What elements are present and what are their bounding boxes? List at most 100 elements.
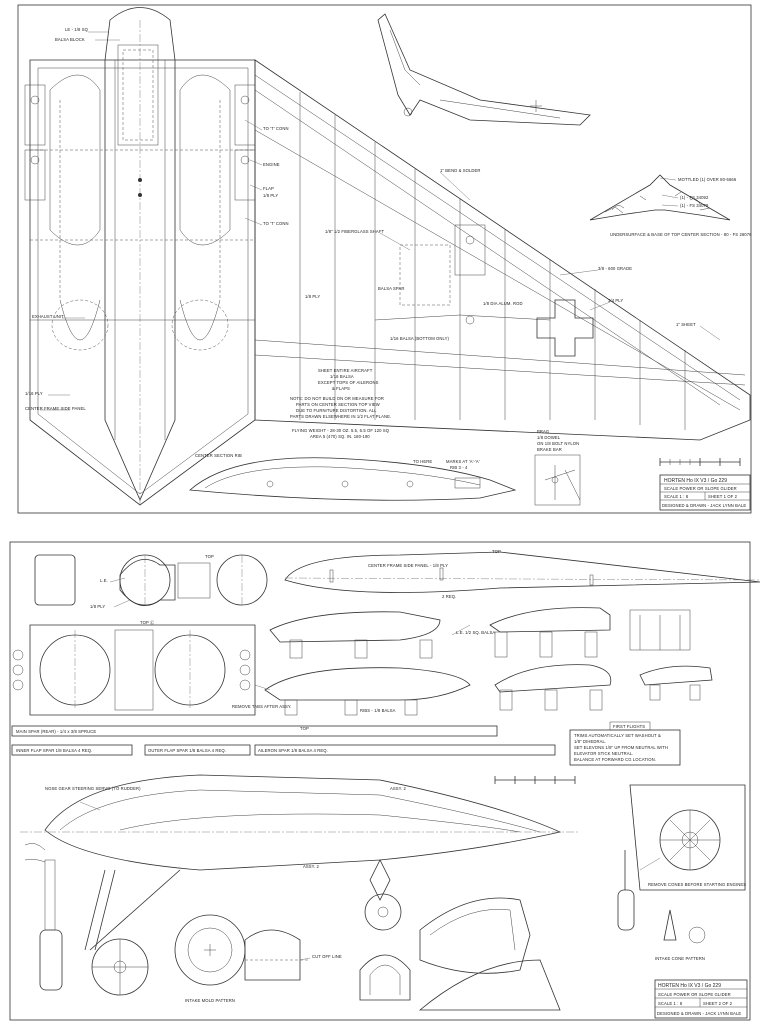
callout-nylon-4: BRAKE BAR bbox=[537, 447, 562, 452]
plan-sheet-1: HORTEN Ho IX V3 / Go 229 SCALE POWER OR … bbox=[17, 4, 752, 514]
leader-lines-sheet-2 bbox=[79, 577, 661, 961]
sheet-2-border bbox=[9, 541, 751, 1021]
callout-bend-solder: 1" BEND & SOLDER bbox=[440, 168, 481, 173]
spar-strips bbox=[11, 725, 556, 756]
callout2-main-spar: MAIN SPAR (REAR) - 1/4 x 3/8 SPRUCE bbox=[16, 729, 96, 734]
callout2-assy-2: ASSY. 2 bbox=[303, 864, 320, 869]
title-sheet: SHEET 1 OF 2 bbox=[708, 494, 738, 499]
callout2-trims-5: BALANCE AT FORWARD CG LOCATION. bbox=[574, 757, 656, 762]
callout-grade: 3/8 - 600 GRADE bbox=[598, 266, 632, 271]
callout2-le: L.E. bbox=[100, 578, 108, 583]
sheet-1-drawing: HORTEN Ho IX V3 / Go 229 SCALE POWER OR … bbox=[17, 4, 752, 514]
engine-frame-parts bbox=[12, 554, 268, 716]
callout-ply-1-8: 1/8 PLY bbox=[305, 294, 320, 299]
callout2-ply: 1/8 PLY bbox=[90, 604, 105, 609]
callout2-le-balsa: L.E. 1/2 SQ. BALSA bbox=[456, 630, 495, 635]
callouts-sheet-1: LE - 1/8 SQ BALSA BLOCK TO 'T' CONN ENGI… bbox=[25, 27, 752, 470]
callout-to-t-conn-2: TO 'T' CONN bbox=[263, 221, 289, 226]
title2-scale: SCALE 1 : 8 bbox=[658, 1001, 683, 1006]
note-line-1: NOTE: DO NOT BUILD ON OR MEASURE FOR bbox=[290, 396, 384, 401]
callout-to-t-conn-1: TO 'T' CONN bbox=[263, 126, 289, 131]
callout2-top-spar: TOP bbox=[300, 726, 309, 731]
callout2-center-frame: CENTER FRAME SIDE PANEL - 1/8 PLY bbox=[368, 563, 448, 568]
note-line-4: PARTS DRAWN ELSEWHERE IN 1/2 FLAT PLANE. bbox=[290, 414, 391, 419]
callout-nylon-3: ON 1/8 BOLT NYLON bbox=[537, 441, 579, 446]
center-section-top-view bbox=[24, 7, 256, 506]
callout-balsa-section: 1/16 BALSA (BOTTOM ONLY) bbox=[390, 336, 450, 341]
title-block-sheet-1: HORTEN Ho IX V3 / Go 229 SCALE POWER OR … bbox=[659, 474, 751, 511]
callout-rod: 1/8 DIA ALUM. ROD bbox=[483, 301, 523, 306]
callout-nylon-1: BRAG bbox=[537, 429, 549, 434]
callout2-first-flights: FIRST FLIGHTS bbox=[613, 724, 645, 729]
callout-center-frame: CENTER FRAME SIDE PANEL bbox=[25, 406, 86, 411]
callout2-remove-cones: REMOVE CONES BEFORE STARTING ENGINES bbox=[648, 882, 746, 887]
callout-marks: MARKS AT 'A'-'A' bbox=[446, 459, 480, 464]
callout-fiberglass-shaft: 1/8" 1/2 FIBERGLASS SHAFT bbox=[325, 229, 384, 234]
callout2-ribs: RIBS - 1/8 BALSA bbox=[360, 708, 396, 713]
callout2-inner-flap: INNER FLAP SPAR 1/8 BALSA 4 REQ. bbox=[16, 748, 92, 753]
wing-ribs bbox=[264, 607, 713, 716]
callout2-cut-off: CUT OFF LINE bbox=[312, 954, 342, 959]
callout2-trims-1: TRIMS AUTOMATICALLY SET WASHOUT & bbox=[574, 733, 661, 738]
outer-wing-top-view bbox=[254, 59, 751, 441]
callout2-trims-4: ELEVATOR STICK NEUTRAL. bbox=[574, 751, 633, 756]
callout-fs-2: (1) - FS 34079 bbox=[680, 203, 709, 208]
title2-sheet: SHEET 2 OF 2 bbox=[703, 1001, 733, 1006]
center-section-rib-profile bbox=[189, 457, 517, 501]
callout-balsa-spar: BALSA SPAR bbox=[378, 286, 405, 291]
callout-flap-ply: 1/8 PLY bbox=[263, 193, 278, 198]
power-line-1: FLYING WEIGHT - 28-30 OZ. 5.5, 6.5 OF 12… bbox=[292, 428, 390, 433]
callout2-trims-3: SET ELEVONS 1/8" UP FROM NEUTRAL WITH bbox=[574, 745, 668, 750]
intake-patterns bbox=[174, 897, 561, 1011]
engine-rear-view bbox=[617, 784, 746, 944]
callout-ply-3-4: 3/4 PLY bbox=[608, 298, 623, 303]
title-line-1: HORTEN Ho IX V3 / Go 229 bbox=[664, 478, 727, 484]
callout-mottled: MOTTLED (1) OVER 80-5666 bbox=[678, 177, 737, 182]
balkenkreuz-marking bbox=[536, 299, 594, 357]
title-block-sheet-2: HORTEN Ho IX V3 / Go 229 SCALE POWER OR … bbox=[654, 979, 748, 1019]
title2-line-2: SCALE POWER OR SLOPE GLIDER bbox=[658, 992, 731, 997]
note-sheet-entire: SHEET ENTIRE AIRCRAFT bbox=[318, 368, 373, 373]
callout2-intake-cone: INTAKE CONE PATTERN bbox=[655, 956, 705, 961]
note-line-3: DUE TO FURNITURE DISTORTION. ALL bbox=[296, 408, 377, 413]
camouflage-planform bbox=[589, 174, 731, 221]
callout2-top: TOP bbox=[205, 554, 214, 559]
callout2-intake-mold: INTAKE MOLD PATTERN bbox=[185, 998, 235, 1003]
callout-center-section: CENTER SECTION RIB bbox=[195, 453, 242, 458]
callout2-assy: ASSY. 2 bbox=[390, 786, 407, 791]
callout-le: LE - 1/8 SQ bbox=[65, 27, 89, 32]
callout-sheet-right: 1" SHEET bbox=[676, 322, 696, 327]
callout-rib: RIB 3 - 4 bbox=[450, 465, 468, 470]
callout-to-here: TO HERE bbox=[413, 459, 432, 464]
title-designer: DESIGNED & DRAWN - JACK LYNN BALE bbox=[662, 503, 746, 508]
callout2-outer-flap: OUTER FLAP SPAR 1/8 BALSA 4 REQ. bbox=[148, 748, 226, 753]
note-sheet-entire-3: EXCEPT TOPS OF AILERONS bbox=[318, 380, 379, 385]
power-line-2: AREA 5 (470) SQ. IN. 180-190 bbox=[310, 434, 370, 439]
callout-ply-left: 1/16 PLY bbox=[25, 391, 43, 396]
note-sheet-entire-2: 1/16 BALSA bbox=[330, 374, 354, 379]
callout2-nose-gear: NOSE GEAR STEERING SERVO (TO RUDDER) bbox=[45, 786, 141, 791]
callout2-remove-tabs: REMOVE TABS AFTER ASSY. bbox=[232, 704, 292, 709]
title-scale: SCALE 1 : 8 bbox=[664, 494, 689, 499]
note-sheet-entire-4: & FLAPS bbox=[332, 386, 350, 391]
plan-sheet-2: HORTEN Ho IX V3 / Go 229 SCALE POWER OR … bbox=[0, 540, 768, 1024]
sheet-2-drawing: HORTEN Ho IX V3 / Go 229 SCALE POWER OR … bbox=[9, 541, 761, 1021]
scale-bar-2 bbox=[494, 776, 576, 784]
callout-undersurface: UNDERSURFACE & BASE OF TOP CENTER SECTIO… bbox=[610, 232, 752, 237]
title2-designer: DESIGNED & DRAWN - JACK LYNN BALE bbox=[657, 1011, 741, 1016]
callout-engine: ENGINE bbox=[263, 162, 280, 167]
callout-balsa-block: BALSA BLOCK bbox=[55, 37, 85, 42]
note-line-2: PARTS ON CENTER SECTION TOP VIEW bbox=[296, 402, 380, 407]
fuselage-side-view bbox=[20, 774, 580, 996]
callout-flap: FLAP bbox=[263, 186, 274, 191]
control-horn-detail bbox=[534, 454, 581, 506]
leader-lines-sheet-1 bbox=[40, 31, 721, 411]
callouts-sheet-2: TOP L.E. 1/8 PLY TOP Ⓒ CENTER FRAME SIDE… bbox=[16, 549, 746, 1003]
callout2-top-2: TOP bbox=[492, 549, 501, 554]
title2-line-1: HORTEN Ho IX V3 / Go 229 bbox=[658, 983, 721, 989]
scale-bar bbox=[659, 458, 741, 466]
first-flights-box bbox=[569, 721, 681, 766]
callout-exhaust: EXHAUST UNIT bbox=[32, 314, 64, 319]
callout2-aileron-spar: AILERON SPAR 1/8 BALSA 4 REQ. bbox=[258, 748, 328, 753]
callout2-req: 2 REQ. bbox=[442, 594, 456, 599]
